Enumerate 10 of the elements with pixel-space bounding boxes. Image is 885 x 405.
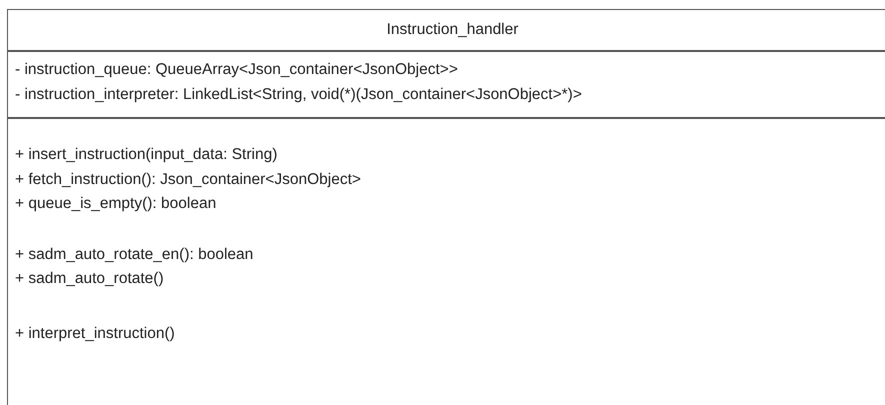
class-name: Instruction_handler xyxy=(386,20,518,40)
class-box xyxy=(7,9,885,405)
method-text: + queue_is_empty(): boolean xyxy=(15,194,216,214)
method-text: + insert_instruction(input_data: String) xyxy=(15,145,278,165)
method-text: + sadm_auto_rotate() xyxy=(15,269,164,289)
method-text: + interpret_instruction() xyxy=(15,324,175,344)
attribute-text: - instruction_queue: QueueArray<Json_container<JsonObject>> xyxy=(15,60,458,80)
attribute-text: - instruction_interpreter: LinkedList<String, void(*)(Json_container<JsonObject>*)> xyxy=(15,84,582,104)
method-text: + fetch_instruction(): Json_container<JsonObject> xyxy=(15,170,361,190)
method-text: + sadm_auto_rotate_en(): boolean xyxy=(15,244,254,264)
